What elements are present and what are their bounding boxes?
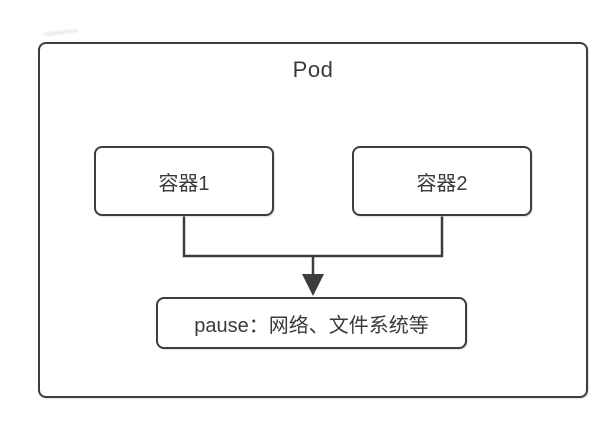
container-2-label: 容器2 [416,172,468,195]
pause-label: pause：网络、文件系统等 [194,314,429,337]
container-1-box: 容器1 [94,146,274,216]
pod-title: Pod [292,57,334,82]
smudge-artifact [43,28,79,37]
pause-box: pause：网络、文件系统等 [156,297,467,349]
container-1-label: 容器1 [158,172,210,195]
container-2-box: 容器2 [352,146,532,216]
